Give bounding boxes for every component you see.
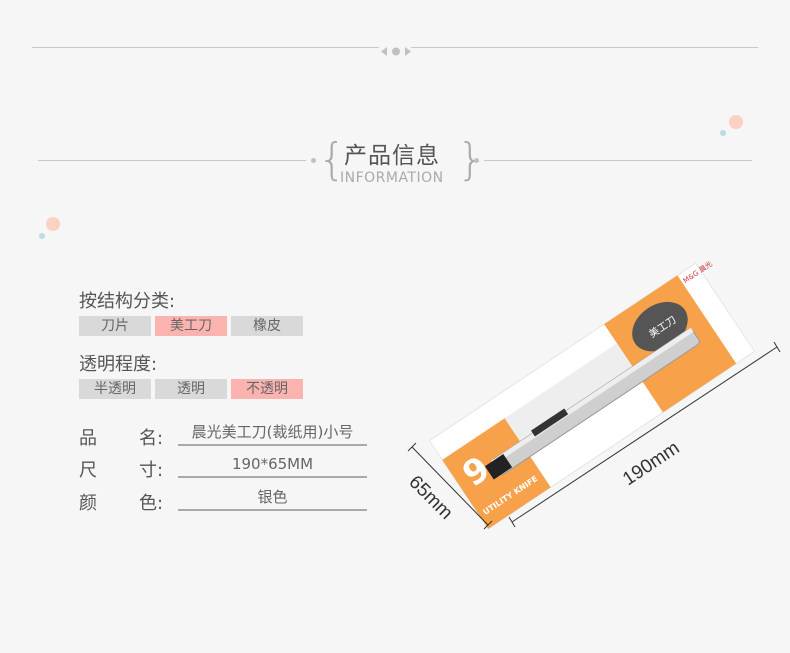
name-label-2: 名:	[139, 428, 164, 449]
knife-tip	[484, 453, 513, 480]
transparency-option-opaque: 不透明	[231, 379, 303, 399]
title-dot-left	[311, 158, 316, 163]
height-label: 65mm	[404, 472, 456, 524]
title-line-right	[484, 160, 752, 161]
section-subtitle: INFORMATION	[340, 170, 444, 186]
section-title: 产品信息	[344, 143, 440, 169]
size-value: 190*65MM	[178, 454, 367, 478]
left-brace-icon: {	[318, 134, 346, 185]
color-label-2: 色:	[139, 493, 164, 514]
title-line-left	[38, 160, 306, 161]
name-value: 晨光美工刀(裁纸用)小号	[178, 422, 367, 446]
decor-dot	[720, 130, 726, 136]
decor-dot	[46, 217, 60, 231]
structure-option-eraser: 橡皮	[231, 316, 303, 336]
transparency-option-clear: 透明	[155, 379, 227, 399]
structure-option-blade: 刀片	[79, 316, 151, 336]
color-label-1: 颜	[79, 493, 97, 514]
right-brace-icon: }	[457, 134, 485, 185]
structure-option-utility-knife: 美工刀	[155, 316, 227, 336]
title-dot-right	[474, 158, 479, 163]
size-label-1: 尺	[79, 460, 97, 481]
transparency-option-semi: 半透明	[79, 379, 151, 399]
top-divider-left	[32, 47, 379, 48]
top-divider-right	[411, 47, 758, 48]
size-label-2: 寸:	[139, 460, 164, 481]
structure-label: 按结构分类:	[79, 291, 176, 312]
name-label-1: 品	[79, 428, 97, 449]
decor-dot	[729, 115, 743, 129]
divider-ornament-icon	[381, 42, 411, 56]
color-value: 银色	[178, 487, 367, 511]
decor-dot	[39, 233, 45, 239]
width-dimension-line	[511, 346, 778, 523]
height-dimension-line	[411, 446, 489, 526]
knife-slider	[530, 408, 569, 437]
transparency-label: 透明程度:	[79, 354, 158, 375]
